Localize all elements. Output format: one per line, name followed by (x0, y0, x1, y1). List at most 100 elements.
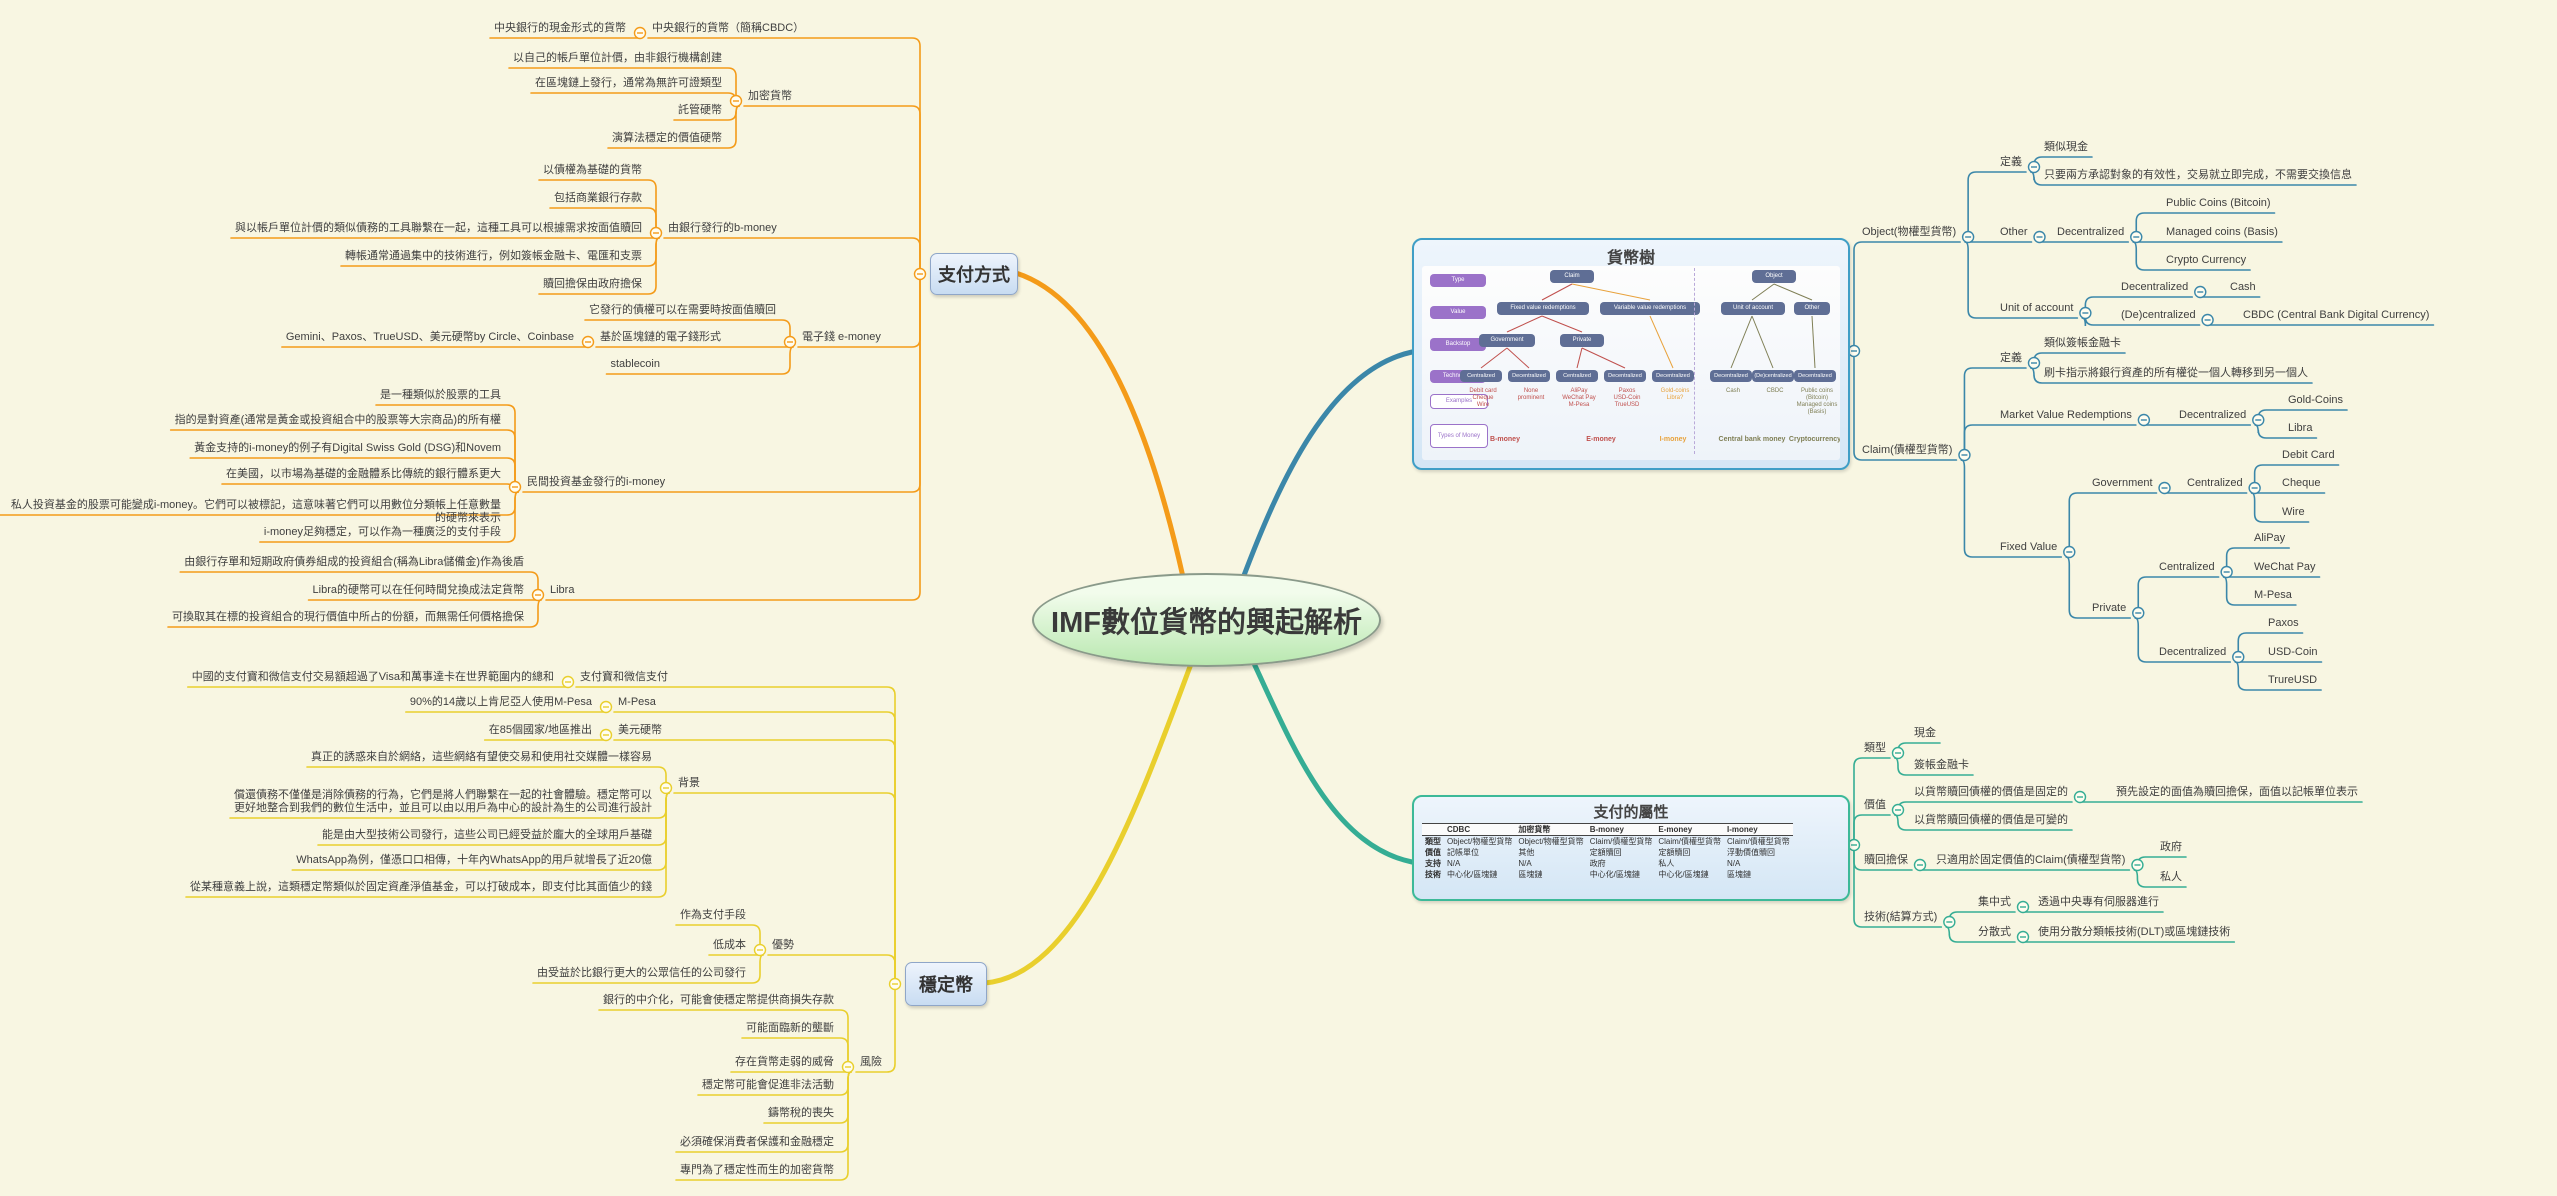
collapse-icon[interactable] (2033, 230, 2046, 244)
node-c9b[interactable]: WeChat Pay (2254, 561, 2316, 573)
node-c8[interactable]: Private (2092, 602, 2127, 614)
node-c2[interactable]: 定義 (2000, 352, 2022, 364)
node-n4c[interactable]: stablecoin (610, 358, 660, 370)
node-n5a[interactable]: 是一種類似於股票的工具 (380, 389, 501, 401)
node-c10c[interactable]: TrureUSD (2268, 674, 2318, 686)
node-p1[interactable]: 類型 (1864, 742, 1886, 754)
node-p7[interactable]: 集中式 (1978, 896, 2011, 908)
node-n2b[interactable]: 在區塊鏈上發行，通常為無許可證類型 (535, 77, 722, 89)
node-p4[interactable]: 贖回擔保 (1864, 854, 1908, 866)
collapse-icon[interactable] (659, 781, 673, 795)
collapse-icon[interactable] (2201, 313, 2214, 327)
node-c9[interactable]: Centralized (2159, 561, 2215, 573)
collapse-icon[interactable] (1958, 448, 1971, 462)
node-n4a[interactable]: 它發行的債權可以在需要時按面值贖回 (589, 304, 776, 316)
node-n3b[interactable]: 包括商業銀行存款 (554, 192, 642, 204)
node-p1b[interactable]: 簽帳金融卡 (1914, 759, 1969, 771)
node-p1a[interactable]: 現金 (1914, 727, 1936, 739)
collapse-icon[interactable] (1847, 838, 1861, 852)
node-p8a[interactable]: 使用分散分類帳技術(DLT)或區塊鏈技術 (2038, 926, 2231, 938)
node-p3a[interactable]: 預先設定的面值為贖回擔保，面值以記帳單位表示 (2116, 786, 2358, 798)
collapse-icon[interactable] (2073, 790, 2087, 804)
node-o2a[interactable]: 類似現金 (2044, 141, 2088, 153)
node-n1[interactable]: 中央銀行的貨幣（簡稱CBDC） (652, 22, 805, 34)
node-o4b[interactable]: Managed coins (Basis) (2166, 226, 2278, 238)
node-c10a[interactable]: Paxos (2268, 617, 2299, 629)
node-m6f[interactable]: 必須確保消費者保護和金融穩定 (680, 1136, 834, 1148)
collapse-icon[interactable] (633, 26, 647, 40)
node-c7c[interactable]: Wire (2282, 506, 2305, 518)
node-m2a[interactable]: 90%的14歲以上肯尼亞人使用M-Pesa (409, 696, 592, 708)
node-n6[interactable]: Libra (550, 584, 575, 596)
node-m6d[interactable]: 穩定幣可能會促進非法活動 (702, 1079, 834, 1091)
node-c4a[interactable]: Gold-Coins (2288, 394, 2344, 406)
node-m6g[interactable]: 專門為了穩定性而生的加密貨幣 (680, 1164, 834, 1176)
node-p2b[interactable]: 以貨幣贖回債權的價值是可變的 (1914, 814, 2068, 826)
node-m3[interactable]: 美元硬幣 (618, 724, 662, 736)
collapse-icon[interactable] (649, 226, 663, 240)
collapse-icon[interactable] (2063, 545, 2076, 559)
node-o2[interactable]: 定義 (2000, 156, 2022, 168)
collapse-icon[interactable] (1961, 230, 1975, 244)
node-n6a[interactable]: 由銀行存單和短期政府債券組成的投資組合(稱為Libra儲備金)作為後盾 (184, 556, 524, 568)
node-c7[interactable]: Centralized (2187, 477, 2243, 489)
node-m4b[interactable]: 償還債務不僅僅是消除債務的行為，它們是將人們聯繫在一起的社會體驗。穩定幣可以 更… (234, 789, 652, 814)
node-n1a[interactable]: 中央銀行的現金形式的貨幣 (494, 22, 626, 34)
collapse-icon[interactable] (1847, 344, 1861, 358)
node-m4c[interactable]: 能是由大型技術公司發行，這些公司已經受益於龐大的全球用戶基礎 (322, 829, 652, 841)
collapse-icon[interactable] (2220, 565, 2233, 579)
node-m1a[interactable]: 中國的支付寶和微信支付交易額超過了Visa和萬事達卡在世界範圍内的總和 (191, 671, 554, 683)
node-o6[interactable]: Decentralized (2121, 281, 2189, 293)
node-c6[interactable]: Government (2092, 477, 2153, 489)
collapse-icon[interactable] (753, 943, 767, 957)
node-n4b1[interactable]: Gemini、Paxos、TrueUSD、美元硬幣by Circle、Coinb… (285, 331, 574, 343)
node-o6a[interactable]: Cash (2230, 281, 2256, 293)
node-n2[interactable]: 加密貨幣 (748, 90, 792, 102)
node-n5c[interactable]: 黃金支持的i-money的例子有Digital Swiss Gold (DSG)… (194, 442, 501, 454)
collapse-icon[interactable] (531, 588, 545, 602)
node-p3[interactable]: 以貨幣贖回債權的價值是固定的 (1914, 786, 2068, 798)
node-m3a[interactable]: 在85個國家/地區推出 (488, 724, 592, 736)
node-p2[interactable]: 價值 (1864, 799, 1886, 811)
node-m6[interactable]: 風險 (860, 1056, 882, 1068)
node-n5[interactable]: 民間投資基金發行的i-money (527, 476, 666, 488)
collapse-icon[interactable] (2130, 230, 2143, 244)
collapse-icon[interactable] (729, 94, 743, 108)
collapse-icon[interactable] (2137, 413, 2151, 427)
node-p5[interactable]: 只適用於固定價值的Claim(債權型貨幣) (1936, 854, 2126, 866)
collapse-icon[interactable] (2194, 285, 2207, 299)
node-o2b[interactable]: 只要兩方承認對象的有效性，交易就立即完成，不需要交換信息 (2044, 169, 2352, 181)
collapse-icon[interactable] (2016, 900, 2030, 914)
collapse-icon[interactable] (1943, 915, 1956, 929)
node-m4d[interactable]: WhatsApp為例，僅憑口口相傳，十年內WhatsApp的用戶就增長了近20億 (296, 854, 652, 866)
node-c9c[interactable]: M-Pesa (2254, 589, 2292, 601)
node-n3d[interactable]: 轉帳通常通過集中的技術進行，例如簽帳金融卡、電匯和支票 (345, 250, 642, 262)
node-c2a[interactable]: 類似簽帳金融卡 (2044, 337, 2121, 349)
node-m5c[interactable]: 由受益於比銀行更大的公眾信任的公司發行 (537, 967, 746, 979)
node-m4[interactable]: 背景 (678, 777, 700, 789)
collapse-icon[interactable] (599, 700, 613, 714)
collapse-icon[interactable] (783, 335, 797, 349)
node-c9a[interactable]: AliPay (2254, 532, 2286, 544)
central-topic[interactable]: IMF數位貨幣的興起解析 (1032, 573, 1381, 667)
node-c3[interactable]: Market Value Redemptions (2000, 409, 2132, 421)
collapse-icon[interactable] (561, 675, 575, 689)
node-o4c[interactable]: Crypto Currency (2166, 254, 2247, 266)
node-o4[interactable]: Decentralized (2057, 226, 2125, 238)
collapse-icon[interactable] (2027, 160, 2041, 174)
node-n5b[interactable]: 指的是對資產(通常是黃金或投資組合中的股票等大宗商品)的所有權 (174, 414, 501, 426)
collapse-icon[interactable] (2232, 650, 2245, 664)
node-c10b[interactable]: USD-Coin (2268, 646, 2318, 658)
node-n2a[interactable]: 以自己的帳戶單位計價，由非銀行機構創建 (513, 52, 722, 64)
node-o7[interactable]: (De)centralized (2121, 309, 2196, 321)
collapse-icon[interactable] (1891, 746, 1905, 760)
node-p5b[interactable]: 私人 (2160, 871, 2182, 883)
node-p8[interactable]: 分散式 (1978, 926, 2011, 938)
node-c5[interactable]: Fixed Value (2000, 541, 2058, 553)
node-n3c[interactable]: 與以帳戶單位計價的類似債務的工具聯繫在一起，這種工具可以根據需求按面值贖回 (235, 222, 642, 234)
node-c1[interactable]: Claim(債權型貨幣) (1862, 444, 1953, 456)
node-o4a[interactable]: Public Coins (Bitcoin) (2166, 197, 2271, 209)
node-o5[interactable]: Unit of account (2000, 302, 2074, 314)
node-m4e[interactable]: 從某種意義上說，這類穩定幣類似於固定資產淨值基金，可以打破成本，即支付比其面值少… (190, 881, 652, 893)
